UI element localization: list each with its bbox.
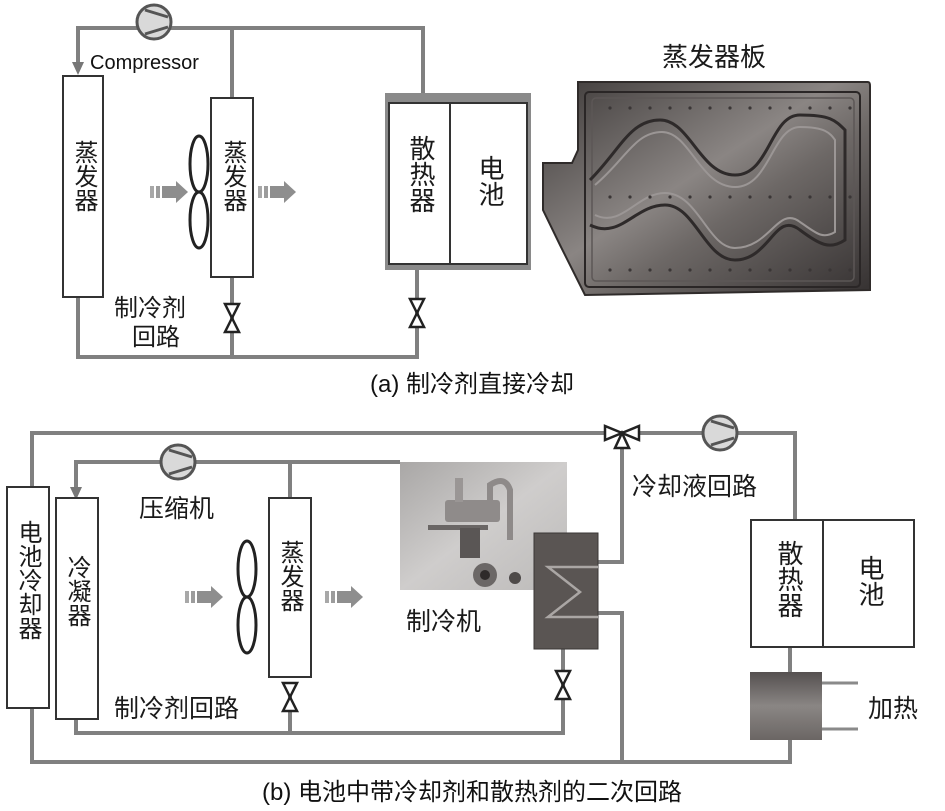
heater-label: 加热 [868, 694, 918, 723]
expansion-valve-icon [554, 669, 572, 701]
condenser-box [55, 497, 99, 720]
condenser-label: 蒸发器 [70, 140, 98, 212]
airflow-in-arrow-icon [185, 586, 223, 608]
radiator-label: 散热器 [405, 135, 435, 213]
airflow-out-arrow-icon [258, 181, 296, 203]
fan-icon [188, 134, 210, 250]
coolant-pump-icon [701, 414, 739, 452]
evaporator-plate-title: 蒸发器板 [662, 43, 766, 73]
caption-a: (a) 制冷剂直接冷却 [370, 371, 574, 398]
heat-exchanger-coil-icon [544, 565, 598, 619]
compressor-label: Compressor [90, 52, 199, 74]
caption-b: (b) 电池中带冷却剂和散热剂的二次回路 [262, 779, 682, 806]
fan-icon [236, 539, 258, 655]
battery-cooler-label: 电池冷却器 [14, 520, 42, 640]
panel-a: Compressor 蒸发器 蒸发器 制冷剂 回路 散热器 电池 蒸发器板 [62, 3, 871, 398]
evaporator-label: 蒸发器 [276, 540, 304, 612]
compressor-label: 压缩机 [139, 494, 214, 523]
radiator-label: 散热器 [773, 540, 803, 618]
flow-arrow-icon [70, 487, 82, 500]
refrigerant-top-loop [74, 460, 400, 492]
flow-arrow-icon [72, 62, 84, 75]
panel-a-caption: (a) 制冷剂直接冷却 [370, 371, 574, 398]
coolant-bottom-loop [30, 708, 792, 764]
panel-b: 压缩机 电池冷却器 冷凝器 蒸发器 制冷剂回路 [6, 414, 918, 806]
chiller-label: 制冷机 [406, 607, 481, 636]
heater-block [750, 672, 822, 740]
coolant-chiller-out [598, 440, 624, 564]
compressor-icon [135, 3, 173, 41]
three-way-valve-icon [603, 424, 641, 450]
radiator-battery-box [750, 519, 915, 648]
battery-label: 电池 [474, 155, 504, 207]
condenser-box [62, 75, 104, 298]
evaporator-box [210, 97, 254, 278]
coolant-chiller-return [598, 611, 624, 762]
evaporator-box [268, 497, 312, 678]
coolant-outer-loop [30, 431, 797, 520]
condenser-label: 冷凝器 [63, 555, 91, 627]
expansion-valve-icon [281, 681, 299, 713]
chiller-heat-exchanger [533, 532, 599, 650]
coolant-loop-label: 冷却液回路 [632, 472, 757, 501]
pipe-top-a [76, 26, 425, 95]
battery-cooler-box [6, 486, 50, 709]
expansion-valve-icon [408, 297, 426, 329]
compressor-icon [159, 443, 197, 481]
loop-label-line2: 回路 [132, 323, 180, 351]
loop-label-line1: 制冷剂 [114, 294, 186, 322]
evaporator-label: 蒸发器 [219, 140, 247, 212]
airflow-in-arrow-icon [150, 181, 188, 203]
evaporator-plate-image [542, 81, 871, 297]
radiator-battery-box [388, 102, 528, 265]
battery-label: 电池 [854, 555, 884, 607]
airflow-out-arrow-icon [325, 586, 363, 608]
expansion-valve-icon [223, 302, 241, 334]
panel-b-caption: (b) 电池中带冷却剂和散热剂的二次回路 [262, 779, 682, 806]
refrigerant-loop-label: 制冷剂回路 [114, 694, 239, 723]
